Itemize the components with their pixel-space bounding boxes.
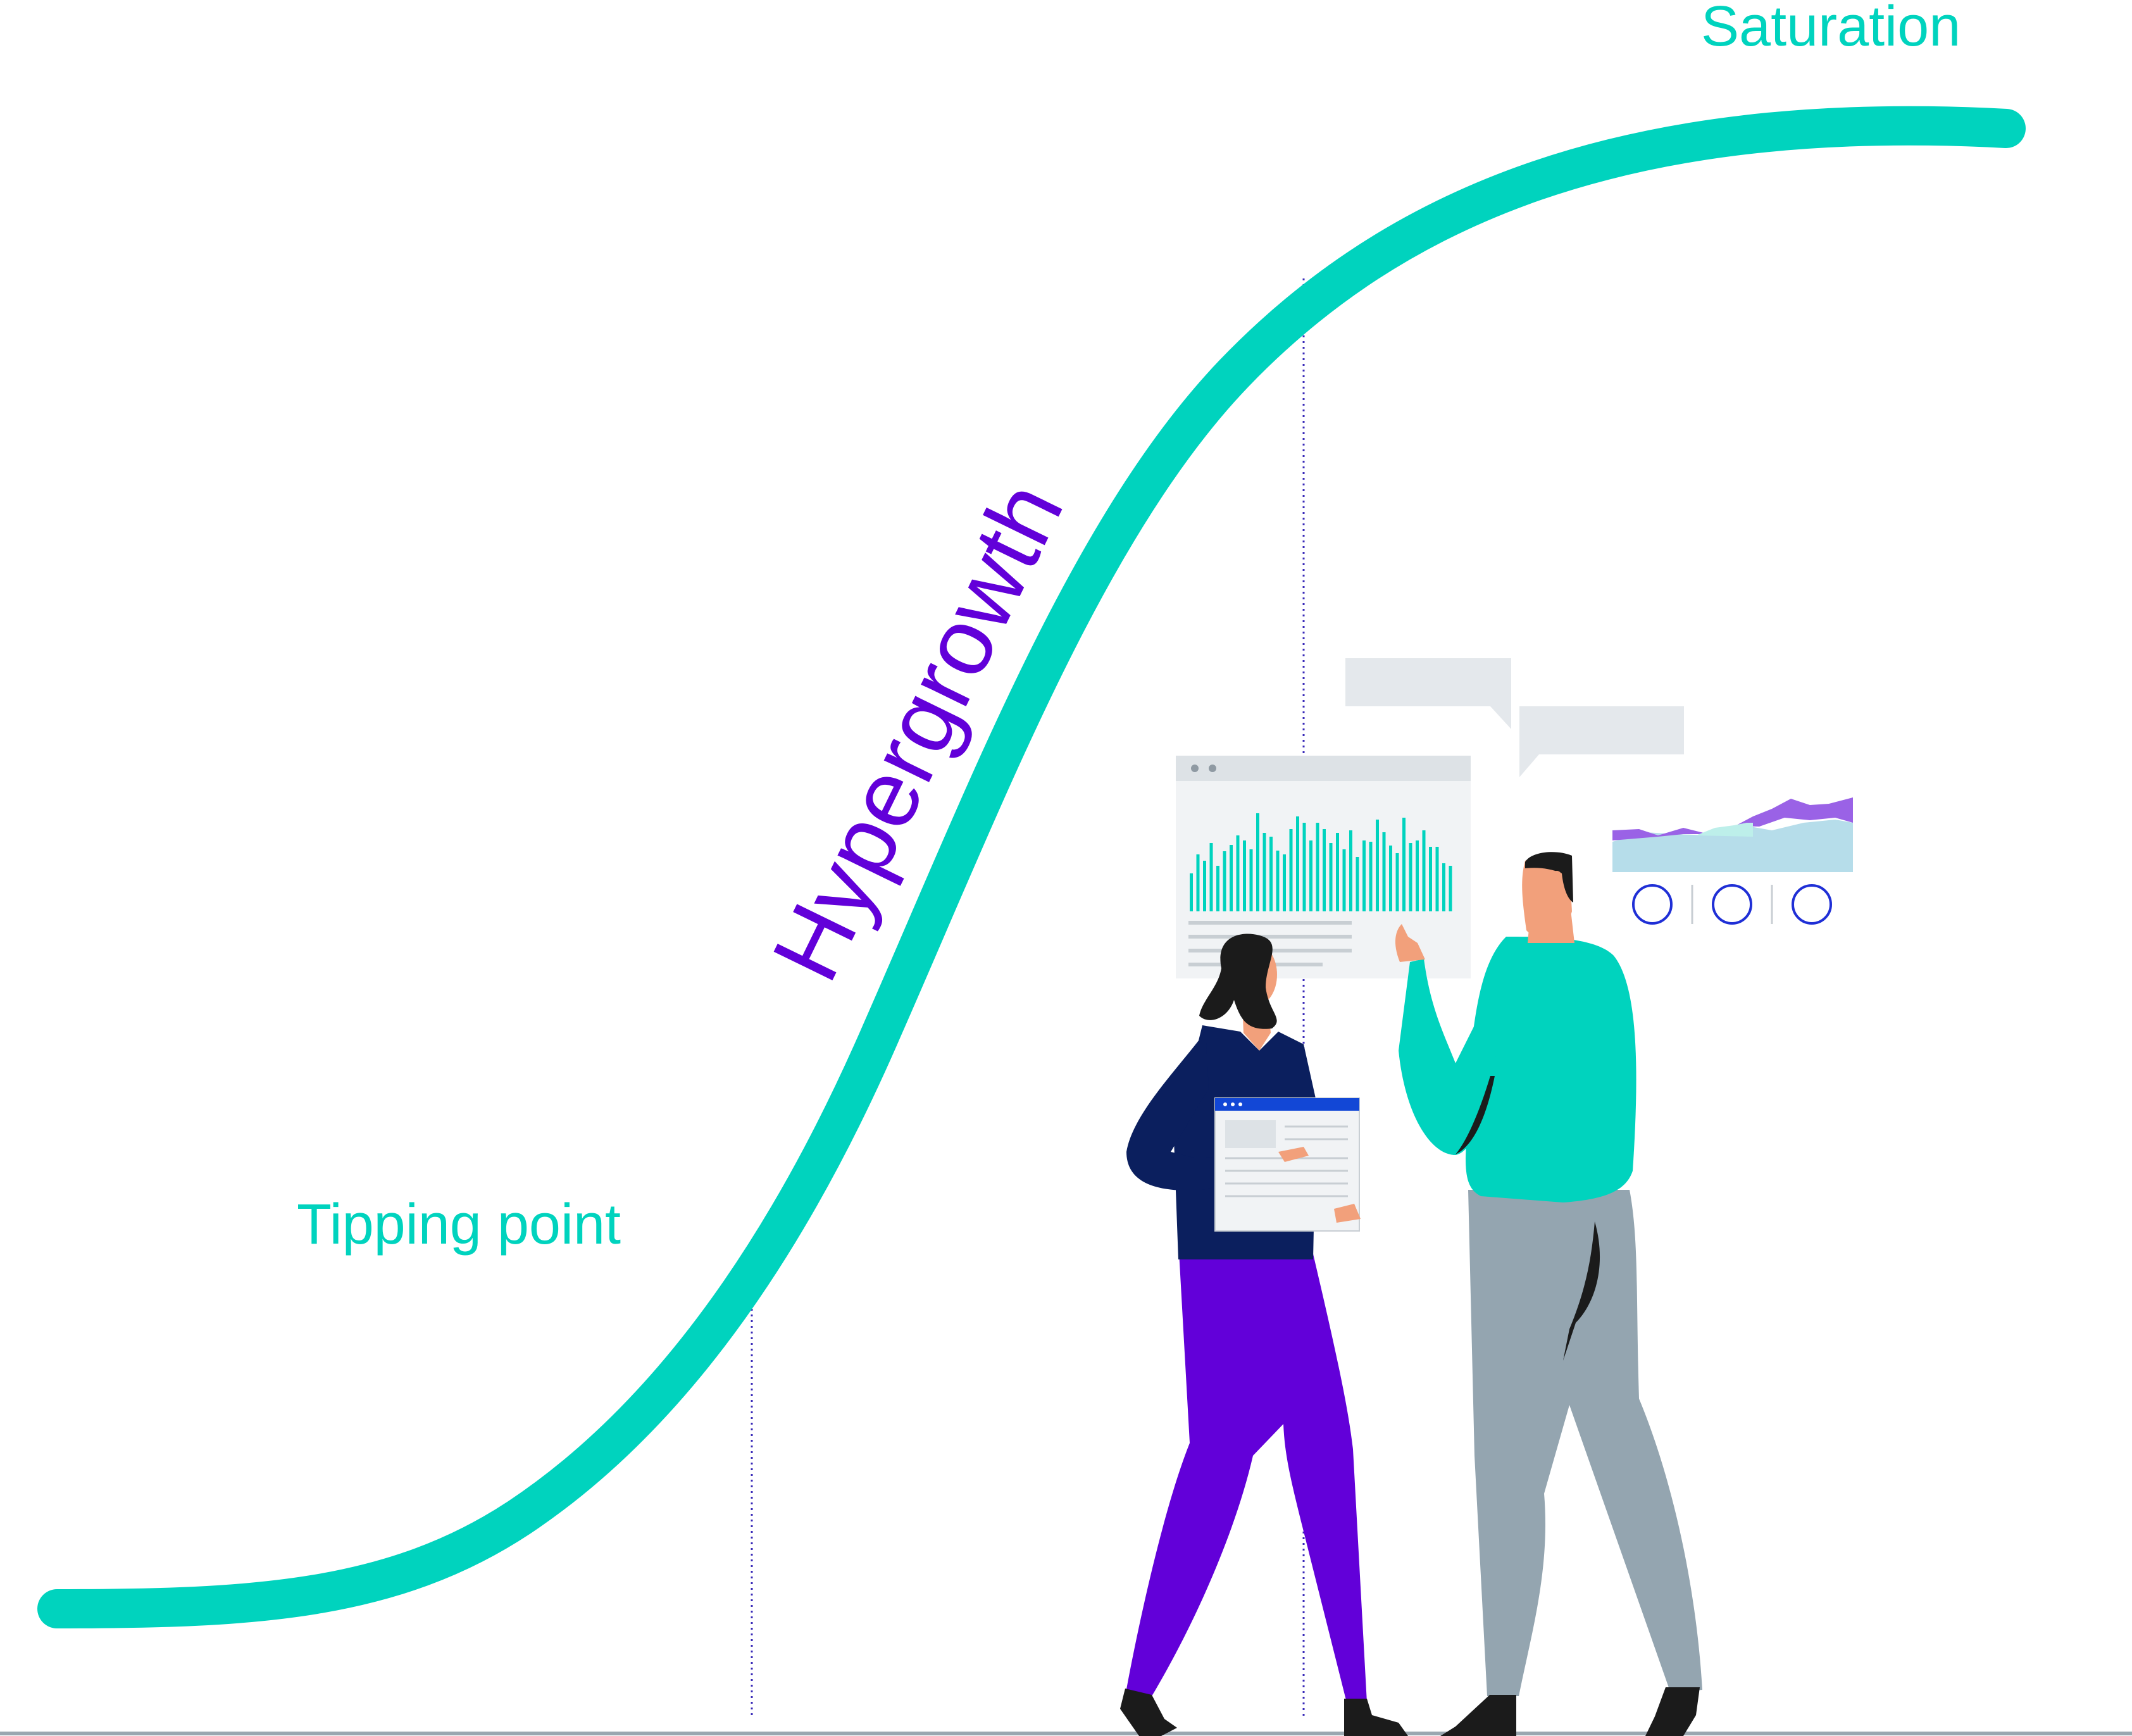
option-circle-icon: [1792, 884, 1832, 925]
decorative-bar: [1409, 843, 1412, 911]
woman-hair: [1199, 934, 1277, 1029]
option-circle-icon: [1712, 884, 1752, 925]
man-torso: [1466, 937, 1636, 1202]
decorative-bar: [1262, 833, 1266, 911]
decorative-bar: [1309, 840, 1312, 911]
man-pants: [1468, 1190, 1702, 1696]
man-ear: [1552, 871, 1562, 881]
decorative-bar: [1389, 846, 1392, 911]
man-shoe-right: [1645, 1687, 1700, 1736]
man-pants-shadow: [1563, 1221, 1600, 1361]
decorative-bar: [1223, 851, 1226, 911]
decorative-bar: [1349, 830, 1352, 911]
bar-chart-bars: [1190, 813, 1452, 911]
decorative-bar: [1296, 816, 1299, 911]
decorative-bar: [1302, 823, 1306, 911]
decorative-bar: [1203, 861, 1206, 911]
decorative-bar: [1416, 840, 1419, 911]
area-chart-mint-fill: [1696, 823, 1753, 837]
decorative-bar: [1230, 845, 1233, 911]
speech-bubble-right: [1519, 706, 1684, 777]
area-chart-purple-fill: [1612, 797, 1853, 840]
decorative-bar: [1449, 866, 1452, 911]
decorative-bar: [1243, 840, 1246, 911]
decorative-bar: [1256, 813, 1259, 911]
decorative-bar: [1323, 829, 1326, 911]
window-dot-icon: [1209, 765, 1216, 772]
man-shoe-left: [1440, 1695, 1516, 1736]
man-arm: [1399, 959, 1497, 1155]
tipping-point-label: Tipping point: [297, 1193, 621, 1256]
decorative-bar: [1369, 842, 1373, 911]
decorative-bar: [1395, 853, 1399, 911]
decorative-bar: [1376, 820, 1379, 911]
woman-shoe-left: [1120, 1689, 1177, 1736]
decorative-bar: [1276, 851, 1280, 911]
decorative-bar: [1209, 843, 1213, 911]
decorative-bar: [1336, 833, 1339, 911]
woman-with-tablet-illustration: [1120, 934, 1408, 1736]
tablet-header: [1215, 1098, 1359, 1111]
decorative-bar: [1362, 840, 1366, 911]
woman-pants: [1125, 1240, 1367, 1702]
man-pointing-illustration: [1395, 852, 1702, 1736]
decorative-bar: [1382, 832, 1386, 911]
woman-shoe-right: [1344, 1699, 1408, 1736]
decorative-bar: [1196, 854, 1200, 911]
decorative-bar: [1329, 843, 1333, 911]
decorative-bar: [1356, 857, 1359, 911]
saturation-label: Saturation: [1701, 0, 1961, 58]
decorative-bar: [1342, 849, 1346, 911]
s-curve: [37, 106, 2026, 1628]
decorative-bar: [1316, 823, 1319, 911]
decorative-bar: [1429, 847, 1432, 911]
decorative-bar: [1190, 873, 1193, 911]
man-hair: [1525, 852, 1573, 902]
dashboard-bar-chart-panel: [1176, 756, 1471, 978]
decorative-bar: [1435, 847, 1439, 911]
man-arm-shadow: [1456, 1076, 1495, 1154]
man-hand: [1395, 924, 1425, 962]
decorative-bar: [1216, 866, 1219, 911]
option-circle-icon: [1632, 884, 1673, 925]
woman-arm: [1126, 1032, 1285, 1190]
woman-hand: [1278, 1147, 1309, 1162]
area-chart-light-fill: [1612, 820, 1853, 872]
decorative-bar: [1249, 849, 1253, 911]
speech-bubble-left: [1345, 658, 1511, 729]
decorative-bar: [1442, 863, 1445, 911]
decorative-bar: [1269, 837, 1273, 911]
decorative-bar: [1283, 854, 1286, 911]
decorative-bar: [1422, 830, 1426, 911]
decorative-bar: [1289, 829, 1293, 911]
decorative-bar: [1236, 835, 1240, 911]
decorative-bar: [1402, 818, 1406, 911]
area-chart-widget: [1612, 797, 1853, 925]
woman-hand: [1334, 1204, 1361, 1223]
window-dot-icon: [1191, 765, 1199, 772]
